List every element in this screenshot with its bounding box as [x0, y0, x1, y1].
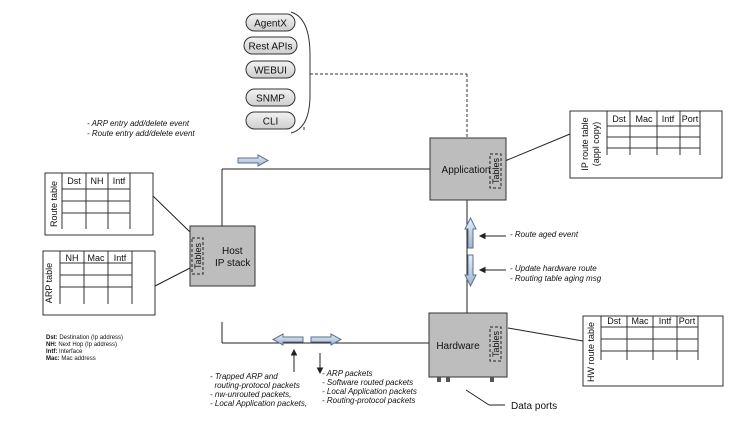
- label-data-ports: Data ports: [511, 401, 557, 412]
- arrow-to-application: [237, 154, 270, 167]
- interface-agentx[interactable]: AgentX: [245, 13, 296, 32]
- svg-text:NH: NH: [91, 176, 104, 186]
- svg-text:Route table: Route table: [49, 181, 59, 227]
- arrow-to-hardware: [310, 333, 343, 346]
- application-block[interactable]: Application Tables: [429, 137, 507, 201]
- svg-text:Host: Host: [222, 246, 243, 257]
- svg-text:- Local Application packets,: - Local Application packets,: [210, 399, 307, 408]
- svg-text:- nw-unrouted packets,: - nw-unrouted packets,: [210, 390, 291, 399]
- arp-table: ARP table NH Mac Intf: [42, 250, 156, 316]
- legend: Dst: Destination (Ip address) NH: Next H…: [46, 335, 123, 362]
- annotation-route-aged: - Route aged event: [510, 230, 579, 239]
- svg-text:Intf: Interface: Intf: Interface: [46, 349, 83, 355]
- route-table: Route table Dst NH Intf: [44, 172, 154, 236]
- interface-connectors: [303, 73, 468, 138]
- host-ip-stack-block[interactable]: Host IP stack Tables: [189, 225, 256, 287]
- svg-text:- ARP packets: - ARP packets: [322, 369, 373, 378]
- arrow-down-to-hardware: [464, 254, 477, 288]
- svg-text:Intf: Intf: [113, 176, 126, 186]
- annotation-trapped-packets: - Trapped ARP and routing-protocol packe…: [210, 372, 307, 408]
- interface-snmp[interactable]: SNMP: [245, 88, 296, 107]
- host-tables-tag: Tables: [191, 237, 204, 275]
- svg-text:- Route entry add/delete event: - Route entry add/delete event: [87, 129, 195, 138]
- svg-text:NH: NH: [66, 253, 79, 263]
- svg-text:CLI: CLI: [263, 117, 279, 128]
- interface-rest-apis[interactable]: Rest APIs: [243, 36, 298, 55]
- svg-text:AgentX: AgentX: [254, 19, 287, 30]
- pointer-arrows: [290, 232, 506, 406]
- arrow-up-to-application: [464, 216, 477, 249]
- svg-text:HW route table: HW route table: [586, 322, 596, 382]
- svg-text:Application: Application: [442, 165, 491, 176]
- svg-text:- Trapped ARP and: - Trapped ARP and: [210, 372, 278, 381]
- svg-text:Rest APIs: Rest APIs: [249, 42, 293, 53]
- svg-text:WEBUI: WEBUI: [254, 66, 287, 77]
- svg-text:Mac: Mac: [631, 316, 649, 326]
- svg-text:IP stack: IP stack: [215, 258, 251, 269]
- svg-text:Tables: Tables: [491, 330, 501, 357]
- svg-text:- Routing table aging msg: - Routing table aging msg: [510, 274, 602, 283]
- svg-text:Intf: Intf: [114, 253, 127, 263]
- svg-text:Dst: Dst: [607, 316, 621, 326]
- interfaces-group: AgentX Rest APIs WEBUI SNMP CLI: [243, 11, 311, 134]
- hardware-block[interactable]: Hardware Tables: [428, 312, 508, 382]
- svg-text:Tables: Tables: [193, 242, 203, 269]
- svg-text:Hardware: Hardware: [436, 341, 480, 352]
- svg-text:Dst: Dst: [67, 176, 81, 186]
- annotation-events-top: - ARP entry add/delete event - Route ent…: [87, 119, 195, 138]
- hardware-tables-tag: Tables: [489, 326, 502, 362]
- interface-webui[interactable]: WEBUI: [245, 60, 296, 79]
- annotation-arp-packets: - ARP packets - Software routed packets …: [322, 369, 417, 405]
- svg-text:Port: Port: [679, 316, 696, 326]
- svg-text:- Update hardware route: - Update hardware route: [510, 264, 597, 273]
- svg-text:Dst: Destination (Ip address): Dst: Destination (Ip address): [46, 335, 123, 341]
- interface-cli[interactable]: CLI: [245, 111, 296, 130]
- svg-text:Intf: Intf: [659, 316, 672, 326]
- svg-text:Mac: Mac address: Mac: Mac address: [46, 356, 96, 362]
- svg-text:- Software routed packets: - Software routed packets: [322, 378, 413, 387]
- svg-text:Intf: Intf: [662, 114, 675, 124]
- svg-text:- Local Application packets: - Local Application packets: [322, 387, 417, 396]
- svg-text:Port: Port: [682, 114, 699, 124]
- svg-text:NH: Next Hop (Ip address): NH: Next Hop (Ip address): [46, 342, 117, 348]
- svg-text:SNMP: SNMP: [256, 94, 285, 105]
- svg-text:Dst: Dst: [612, 114, 626, 124]
- connector-lines: [152, 133, 584, 344]
- svg-text:IP route table: IP route table: [580, 117, 590, 170]
- svg-text:(appl copy): (appl copy): [591, 122, 601, 167]
- annotation-update-hw: - Update hardware route - Routing table …: [510, 264, 602, 283]
- interfaces-bracket: [290, 11, 311, 134]
- svg-text:routing-protocol packets: routing-protocol packets: [210, 381, 300, 390]
- svg-text:ARP table: ARP table: [44, 263, 54, 303]
- ip-route-table: IP route table (appl copy) Dst Mac Intf …: [569, 110, 723, 179]
- hw-route-table: HW route table Dst Mac Intf Port: [582, 315, 724, 387]
- application-tables-tag: Tables: [489, 153, 502, 189]
- svg-text:- Routing-protocol packets: - Routing-protocol packets: [322, 396, 415, 405]
- svg-text:Tables: Tables: [491, 157, 501, 184]
- arrow-to-host: [271, 333, 304, 346]
- svg-text:Mac: Mac: [87, 253, 105, 263]
- data-port-connectors: [437, 377, 494, 382]
- svg-text:- ARP entry add/delete event: - ARP entry add/delete event: [87, 119, 190, 128]
- svg-text:Mac: Mac: [635, 114, 653, 124]
